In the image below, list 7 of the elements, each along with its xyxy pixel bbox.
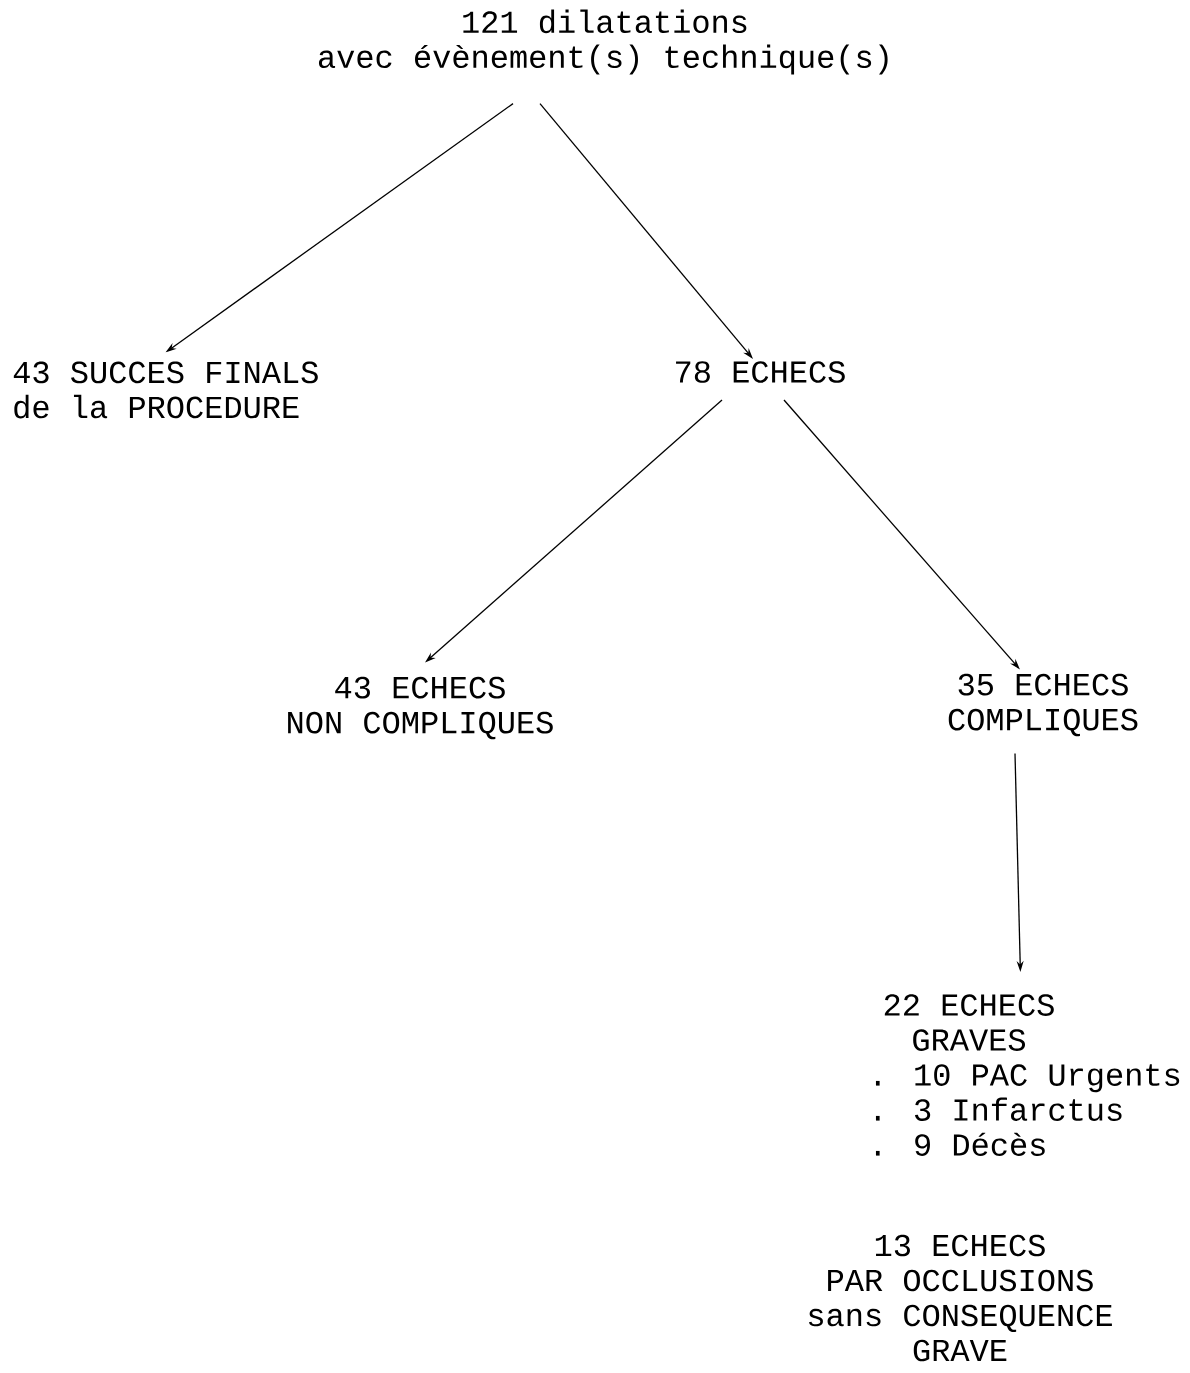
node-label: 43 SUCCES FINALS de la PROCEDURE <box>13 361 318 419</box>
node-label: 78 ECHECS <box>676 361 845 383</box>
node-label: 121 dilatations avec évènement(s) technique(s) <box>318 9 888 75</box>
node-label: 22 ECHECS GRAVES . 10 PAC Urgents . 3 Infarctus . 9 Décès <box>875 994 1180 1156</box>
node-label: 13 ECHECS PAR OCCLUSIONS sans CONSEQUENCE GRAVE <box>809 1234 1112 1362</box>
node-label: 35 ECHECS COMPLIQUES <box>948 673 1138 737</box>
node-label: 43 ECHECS NON COMPLIQUES <box>288 676 553 740</box>
